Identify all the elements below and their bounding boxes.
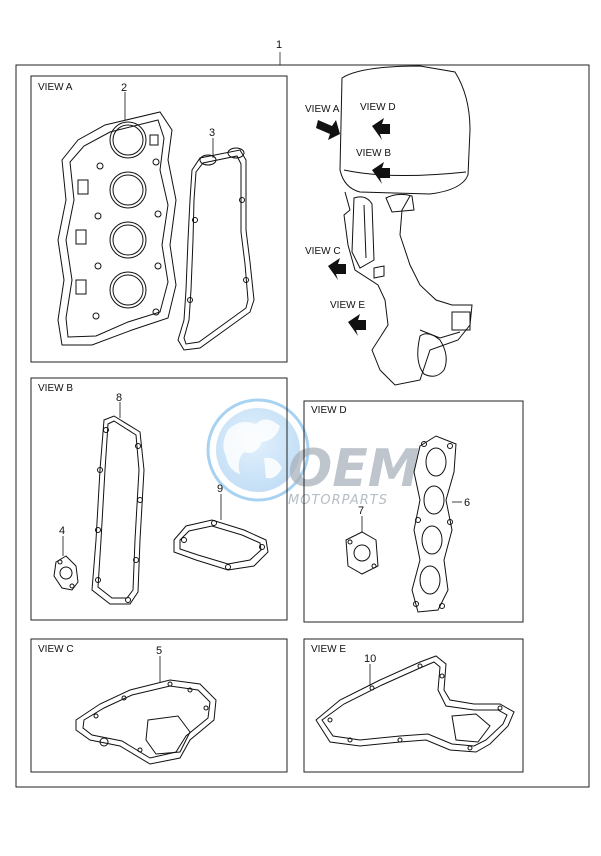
view-a-box [30,75,288,363]
watermark-subtitle: MOTORPARTS [288,493,388,508]
engine-label-view-e: VIEW E [330,300,365,311]
engine-label-view-d: VIEW D [360,102,396,113]
arrow-view-c [328,258,346,280]
manifold-gasket-part-6 [411,435,457,613]
head-gasket-part-2 [57,111,177,346]
outer-frame [15,64,590,788]
engine-label-view-a: VIEW A [305,104,340,115]
arrow-view-e [348,314,366,336]
callout-2: 2 [121,82,127,94]
gasket-part-7 [345,531,379,575]
callout-7: 7 [358,505,364,517]
callout-9: 9 [217,483,223,495]
watermark-logo-text: OEM [288,439,419,499]
callout-10: 10 [364,653,376,665]
callout-6: 6 [464,497,470,509]
view-d-box [303,400,524,623]
view-c-title: VIEW C [38,644,74,655]
gasket-part-10 [315,655,515,753]
arrow-view-a [316,120,340,140]
gasket-part-8 [91,415,145,605]
gasket-part-5 [75,679,217,765]
callout-8: 8 [116,392,122,404]
cover-gasket-part-3 [177,147,255,351]
watermark-logo [206,398,310,502]
engine-label-view-c: VIEW C [305,246,341,257]
view-e-title: VIEW E [311,644,346,655]
view-b-box [30,377,288,621]
engine-label-view-b: VIEW B [356,148,391,159]
callout-4: 4 [59,525,65,537]
view-b-title: VIEW B [38,383,73,394]
outboard-engine-illustration [339,65,473,386]
arrow-view-d [372,118,390,140]
gasket-part-9 [173,519,269,571]
view-c-box [30,638,288,773]
view-d-title: VIEW D [311,405,347,416]
callout-1: 1 [276,39,282,51]
callout-5: 5 [156,645,162,657]
gasket-part-4 [53,555,79,591]
callout-3: 3 [209,127,215,139]
view-a-title: VIEW A [38,82,73,93]
view-e-box [303,638,524,773]
arrow-view-b [372,162,390,184]
